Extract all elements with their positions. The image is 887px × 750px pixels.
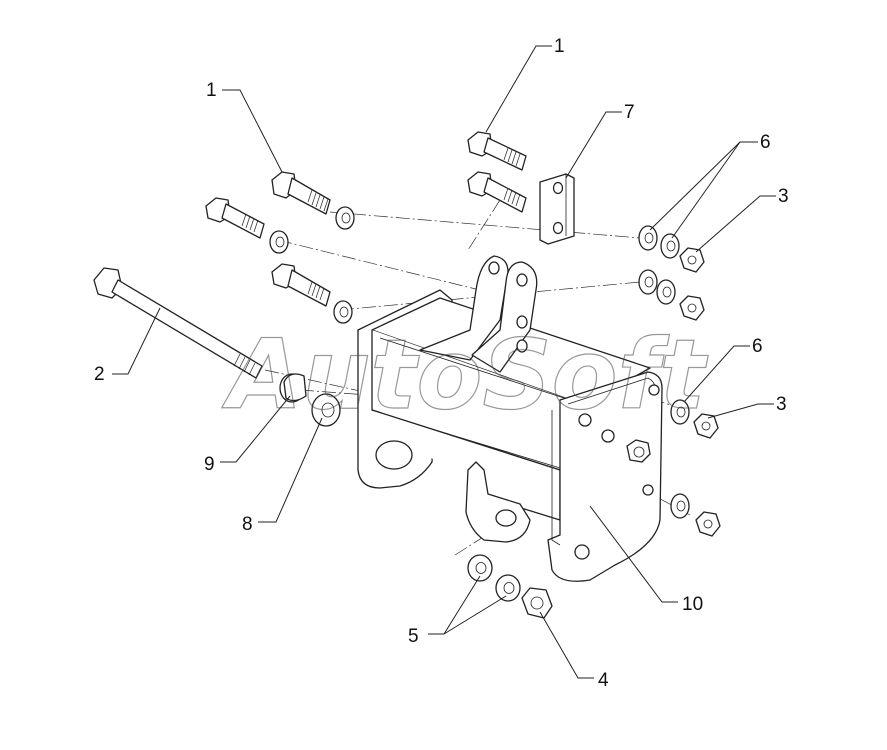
watermark-text: AutoSoft xyxy=(221,319,708,431)
bolt-upper-left xyxy=(271,171,331,215)
callout-3-lower: 3 xyxy=(776,394,787,415)
callout-1-top: 1 xyxy=(554,36,565,57)
callout-6-lower: 6 xyxy=(752,336,763,357)
washer-nut-set-lower xyxy=(670,399,721,537)
callout-8: 8 xyxy=(242,514,253,535)
callout-4: 4 xyxy=(598,670,609,691)
spacer-and-bushing xyxy=(279,373,341,427)
callout-7: 7 xyxy=(624,102,635,123)
bolt-middle-left xyxy=(205,197,265,239)
callout-2: 2 xyxy=(94,364,105,385)
bolt-upper-right-top xyxy=(467,131,527,171)
callout-9: 9 xyxy=(204,454,215,475)
callout-5: 5 xyxy=(408,626,419,647)
main-bracket xyxy=(357,289,663,582)
small-plate xyxy=(539,173,575,245)
callout-3-upper: 3 xyxy=(778,186,789,207)
callout-6-upper: 6 xyxy=(760,132,771,153)
long-bolt xyxy=(93,267,263,379)
clevis-ears xyxy=(419,255,538,373)
washers-left xyxy=(269,206,355,324)
callout-10: 10 xyxy=(682,594,703,615)
washer-nut-set-upper xyxy=(638,225,705,321)
bolt-upper-right-bottom xyxy=(467,171,527,213)
callout-labels: 1 1 7 6 3 2 6 3 9 8 10 5 4 xyxy=(94,36,789,691)
washer-nut-set-bottom xyxy=(467,554,553,619)
bolt-lower-left xyxy=(271,263,331,307)
leader-lines xyxy=(112,45,776,679)
callout-1-left: 1 xyxy=(206,80,217,101)
